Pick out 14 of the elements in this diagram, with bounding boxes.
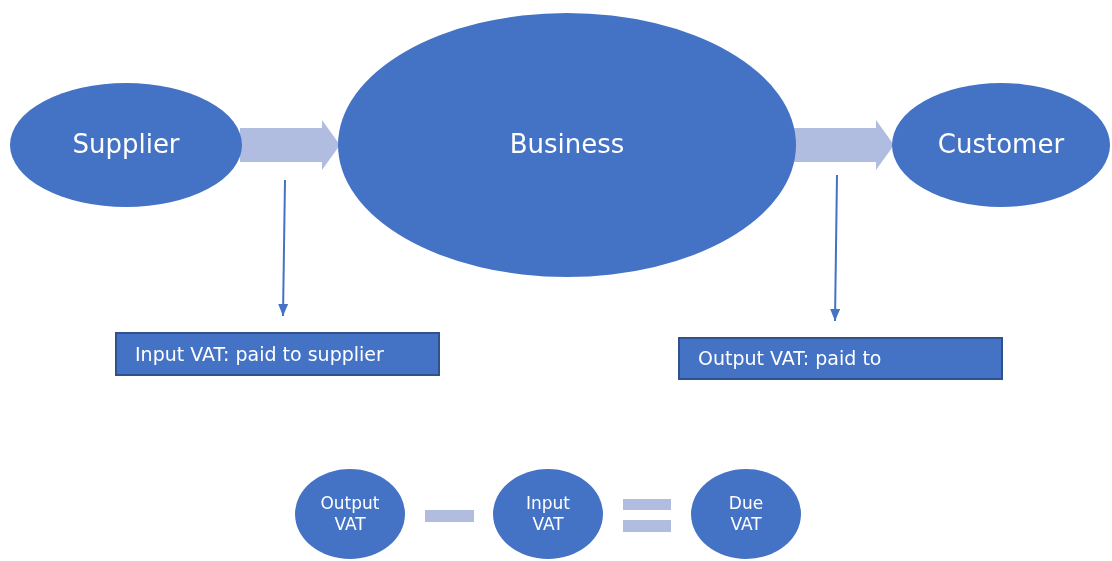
node-label: Supplier xyxy=(72,129,180,161)
label-box xyxy=(115,332,440,376)
block-arrow xyxy=(794,120,894,170)
node-label: Input VAT xyxy=(525,492,571,536)
node-label: Output VAT xyxy=(319,492,381,536)
node-label: Due VAT xyxy=(727,492,765,536)
node-label: Business xyxy=(509,129,625,161)
node-label: Input VAT: paid to supplier xyxy=(135,342,384,366)
arrow xyxy=(278,179,289,317)
block-arrow xyxy=(240,120,340,170)
arrow xyxy=(830,174,841,322)
node-label: Customer xyxy=(937,129,1065,161)
label-box xyxy=(678,337,1003,380)
node-label: Output VAT: paid to xyxy=(698,347,882,370)
